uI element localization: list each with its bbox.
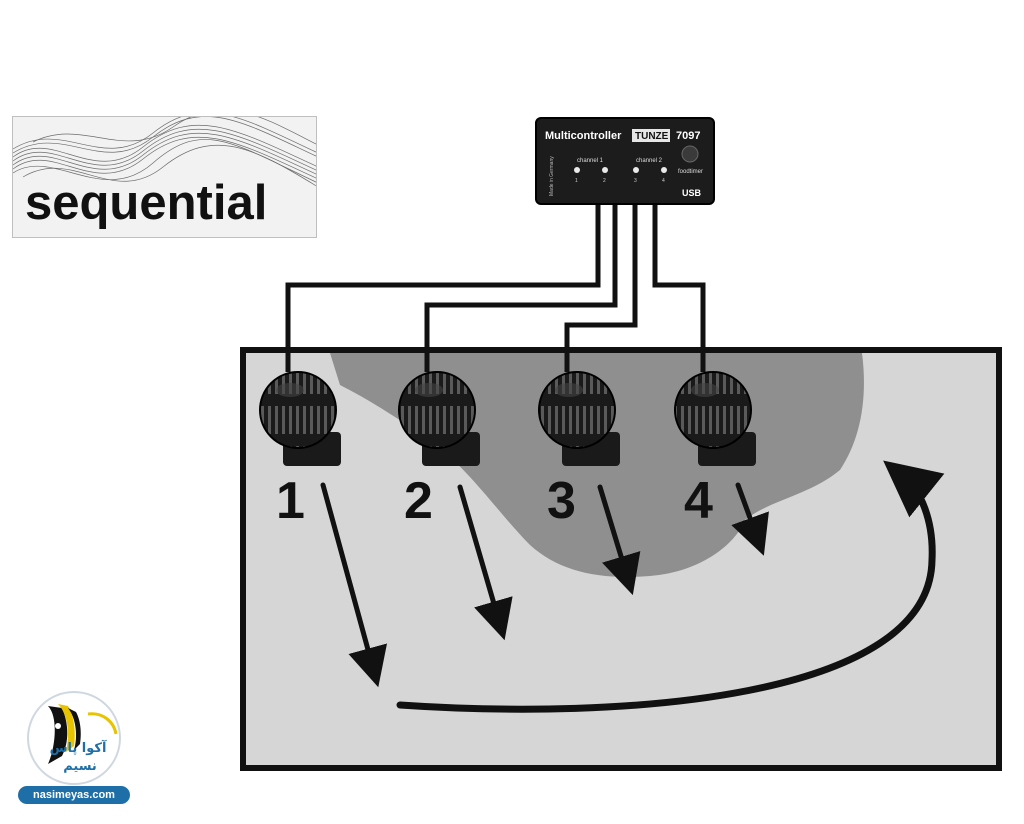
- led-label-2: 2: [603, 178, 606, 184]
- logo-brand-line1: آکوا پاس: [50, 739, 107, 756]
- led-4: [661, 167, 667, 173]
- channel2-label: channel 2: [636, 158, 663, 164]
- pump-cables: [285, 203, 706, 372]
- sequential-label: sequential: [25, 176, 268, 230]
- cable-4: [652, 203, 706, 372]
- return-current-arrow: [396, 460, 945, 713]
- led-1: [574, 167, 580, 173]
- foodtimer-button[interactable]: [681, 145, 699, 163]
- usb-label: USB: [682, 188, 702, 198]
- pump-3: [538, 371, 620, 466]
- fish-logo-icon: آکوا پاس نسیم: [27, 691, 121, 785]
- sequential-mode-badge: sequential: [12, 116, 317, 238]
- led-label-3: 3: [634, 178, 637, 184]
- flow-arrow-3: [597, 484, 641, 596]
- led-2: [602, 167, 608, 173]
- pump-number-3: 3: [547, 472, 576, 530]
- pump-number-2: 2: [404, 472, 433, 530]
- pump-number-4: 4: [684, 472, 713, 530]
- multicontroller-box: Multicontroller TUNZE 7097 channel 1 cha…: [535, 117, 715, 205]
- pump-4: [674, 371, 756, 466]
- flow-arrow-2: [457, 484, 513, 641]
- pump-number-1: 1: [276, 472, 305, 530]
- cable-3: [564, 203, 638, 372]
- cable-2: [424, 203, 618, 372]
- flow-arrows: [320, 460, 945, 713]
- channel1-label: channel 1: [577, 158, 604, 164]
- cable-1: [285, 203, 601, 372]
- foodtimer-label: foodtimer: [678, 169, 703, 175]
- controller-brand: TUNZE: [635, 131, 669, 142]
- logo-brand-line2: نسیم: [63, 759, 97, 774]
- made-in-label: Made in Germany: [549, 156, 555, 196]
- wave-pattern: [13, 117, 316, 187]
- led-label-1: 1: [575, 178, 578, 184]
- pump-2: [398, 371, 480, 466]
- controller-model: 7097: [676, 130, 700, 142]
- flow-arrow-4: [731, 482, 769, 556]
- flow-arrow-1: [320, 482, 388, 688]
- controller-title: Multicontroller: [545, 130, 622, 142]
- led-3: [633, 167, 639, 173]
- logo-url[interactable]: nasimeyas.com: [18, 786, 130, 804]
- pump-1: [259, 371, 341, 466]
- led-label-4: 4: [662, 178, 665, 184]
- nasimeyas-logo: آکوا پاس نسیم nasimeyas.com: [18, 686, 130, 808]
